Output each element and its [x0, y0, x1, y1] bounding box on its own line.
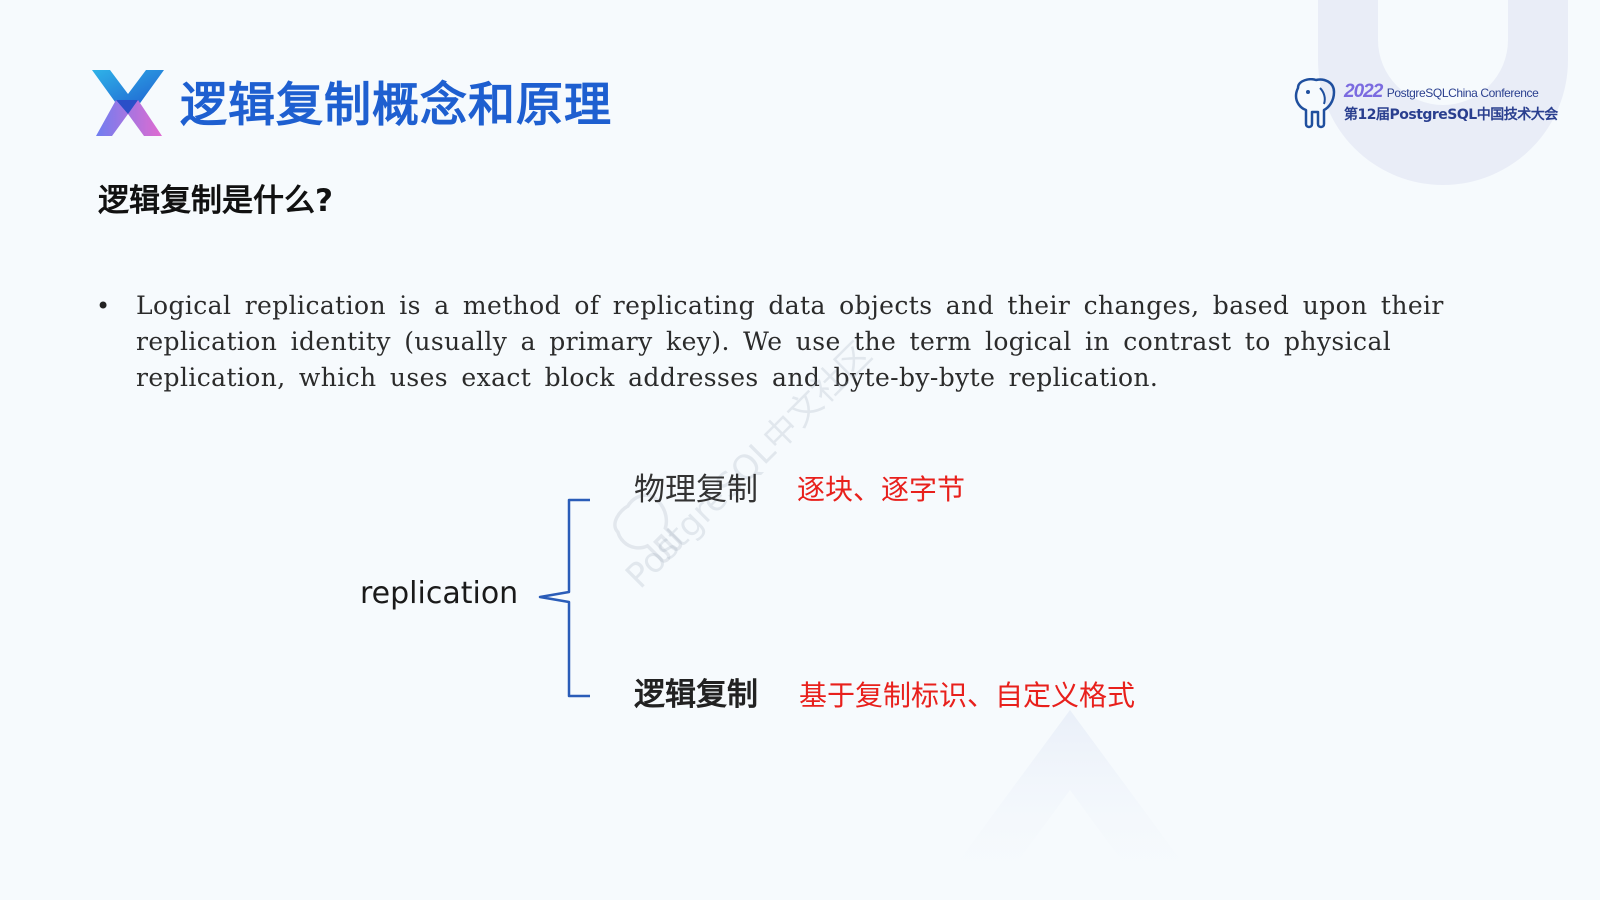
bullet-dot: •	[96, 292, 111, 320]
section-heading: 逻辑复制是什么?	[98, 183, 333, 219]
branch-logical-label: 逻辑复制	[634, 677, 758, 713]
conference-name: PostgreSQLChina Conference	[1386, 86, 1539, 100]
branch-physical-note: 逐块、逐字节	[797, 473, 966, 506]
conference-title: 2022 PostgreSQLChina Conference	[1344, 81, 1539, 103]
diagram-root-label: replication	[360, 576, 519, 611]
conference-subtitle: 第12届PostgreSQL中国技术大会	[1344, 107, 1558, 123]
page-title: 逻辑复制概念和原理	[180, 78, 612, 133]
brand-logo	[92, 70, 164, 136]
conference-year: 2022	[1344, 81, 1383, 102]
conference-badge: 2022 PostgreSQLChina Conference 第12届Post…	[1290, 78, 1560, 134]
branch-logical-note: 基于复制标识、自定义格式	[799, 679, 1136, 712]
branch-physical-label: 物理复制	[634, 472, 758, 508]
postgresql-elephant-icon	[1294, 78, 1336, 129]
bullet-text: Logical replication is a method of repli…	[136, 291, 1444, 392]
